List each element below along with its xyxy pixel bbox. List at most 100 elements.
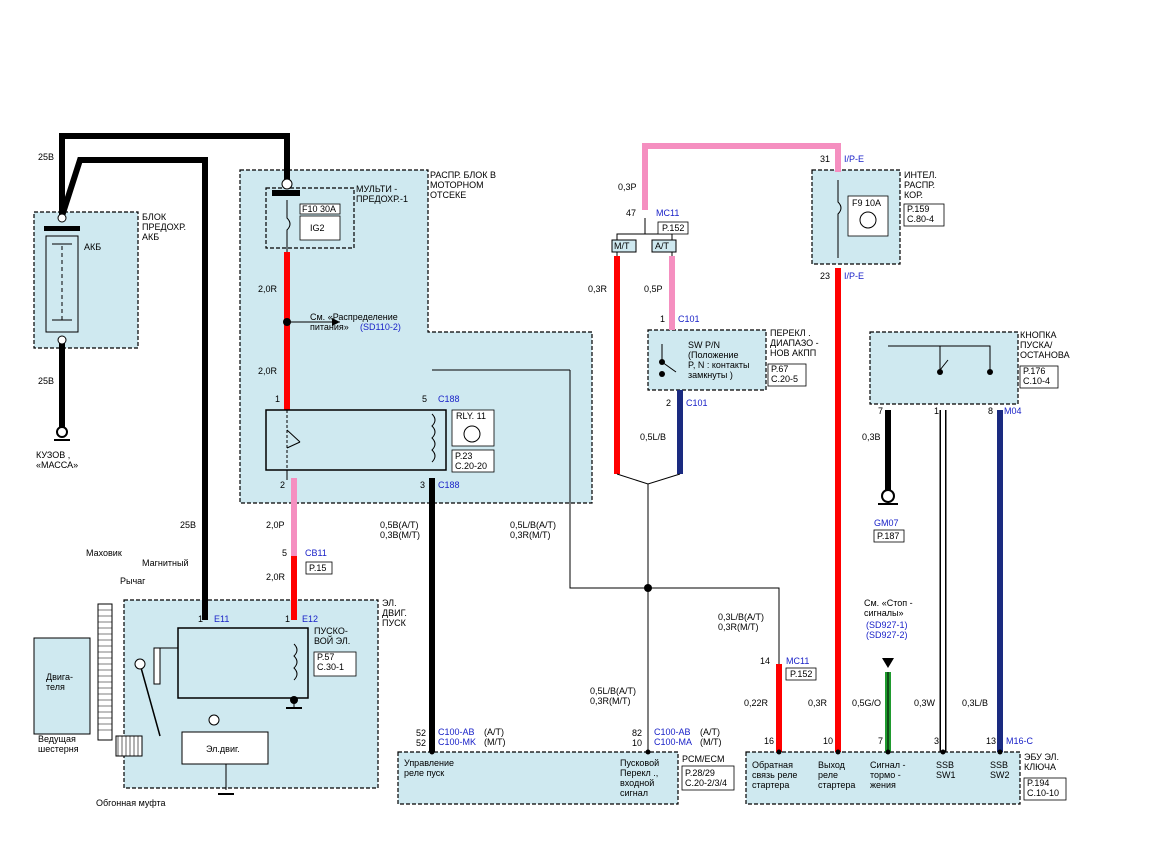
- label-w-05b: 0,5B(A/T)0,3B(M/T): [380, 520, 420, 540]
- label-mc11: MC11: [656, 208, 679, 218]
- fuse-icon: [272, 178, 341, 252]
- label-motor: Эл.двиг.: [206, 744, 240, 754]
- label-w-05go: 0,5G/O: [852, 698, 881, 708]
- label-pcm-at1: (A/T): [484, 727, 504, 737]
- label-solenoid: Магнитный: [142, 558, 188, 568]
- pink-wires: [291, 143, 841, 556]
- relay-coil-icon: [265, 409, 495, 480]
- label-f9: F9 10A: [852, 198, 881, 208]
- label-ipe-bot: I/P-E: [844, 271, 864, 281]
- label-w-20r-3: 2,0R: [266, 572, 286, 582]
- label-int-box: ИНТЕЛ.РАСПР.КОР.: [904, 170, 937, 200]
- thin-signal-wires: [432, 218, 780, 752]
- label-c101-pin1: 1: [660, 314, 665, 324]
- ground-icon: [218, 700, 302, 795]
- label-stop-ref: См. «Стоп -сигналы»: [864, 598, 913, 618]
- label-pcm-mt1: (M/T): [484, 737, 506, 747]
- label-c101-bot: C101: [686, 398, 708, 408]
- engine-distribution-block: [239, 169, 593, 504]
- battery-fuse-box: [33, 211, 139, 349]
- label-w-03r-c: 0,3R: [808, 698, 828, 708]
- label-m04: M04: [1004, 406, 1022, 416]
- junction-dot: [644, 584, 652, 592]
- label-w-03b: 0,3B: [862, 432, 881, 442]
- mc11b-ref-box: [785, 667, 817, 681]
- label-pin3: 3: [420, 480, 425, 490]
- label-starter-title: ЭЛ.ДВИГ.ПУСК: [382, 598, 407, 628]
- label-m16: M16-C: [1006, 736, 1034, 746]
- label-pin2: 2: [280, 480, 285, 490]
- label-c101-top: C101: [678, 314, 700, 324]
- mt-tag: [611, 239, 637, 253]
- label-c188-top: C188: [438, 394, 460, 404]
- label-w-05lb-bot: 0,5L/B(A/T)0,3R(M/T): [590, 686, 636, 706]
- label-mc11-pin: 47: [626, 208, 636, 218]
- label-battery: АКБ: [84, 242, 101, 252]
- navy-wires: [677, 390, 1003, 752]
- label-w-03w: 0,3W: [914, 698, 936, 708]
- label-e12-pin: 1: [285, 614, 290, 624]
- label-mc11b-ref: P.152: [790, 669, 812, 679]
- label-cb11-ref: P.15: [309, 563, 326, 573]
- ground-icon: [878, 489, 898, 505]
- red-wires: [284, 252, 841, 752]
- label-at: A/T: [655, 241, 670, 251]
- label-ig2: IG2: [310, 223, 325, 233]
- label-cb11-pin: 5: [282, 548, 287, 558]
- label-w-022r: 0,22R: [744, 698, 769, 708]
- label-w-20p: 2,0P: [266, 520, 285, 530]
- ecu-pin: 3: [934, 736, 939, 746]
- engine-block: [33, 637, 91, 735]
- wire-25b-starter: [59, 157, 208, 620]
- label-pcm-mt2: (M/T): [700, 737, 722, 747]
- label-starter-relay: ПУСКО-ВОЙ ЭЛ.: [314, 626, 350, 646]
- label-c188-bot: C188: [438, 480, 460, 490]
- label-mc11b: MC11: [786, 656, 809, 666]
- fuse-icon: [837, 180, 945, 258]
- label-ecu-name: ЭБУ ЭЛ.КЛЮЧА: [1024, 752, 1059, 772]
- label-multi-fuse: МУЛЬТИ -ПРЕДОХР.-1: [356, 184, 408, 204]
- label-ipe-pin31: 31: [820, 154, 830, 164]
- label-w-05lb-top: 0,5L/B(A/T)0,3R(M/T): [510, 520, 556, 540]
- flywheel-icon: [97, 603, 161, 757]
- switch-icon: [888, 345, 1059, 389]
- label-stop-codes: (SD927-1)(SD927-2): [866, 620, 908, 640]
- label-w-05lb: 0,5L/B: [640, 432, 666, 442]
- label-gm07-ref: P.187: [877, 531, 899, 541]
- pcm-ref-box: [681, 765, 735, 791]
- black-25b-wires: [59, 133, 891, 752]
- ecu-pin: 16: [764, 736, 774, 746]
- label-e12: E12: [302, 614, 318, 624]
- power-arrow: [332, 318, 340, 326]
- wire-03p: [642, 143, 841, 210]
- label-w-03r-a: 0,3R: [588, 284, 608, 294]
- label-rly11: RLY. 11: [456, 411, 486, 421]
- label-pcm-c-r2: C100-MA: [654, 737, 692, 747]
- label-ground-body: КУЗОВ ,«МАССА»: [36, 450, 78, 470]
- at-tag: [651, 239, 677, 253]
- label-cb11: CB11: [305, 548, 327, 558]
- label-mc11b-pin: 14: [760, 656, 770, 666]
- label-mt: M/T: [614, 241, 630, 251]
- cb11-ref-box: [305, 561, 333, 575]
- label-ipe-pin23: 23: [820, 271, 830, 281]
- label-w-03lb: 0,3L/B: [962, 698, 988, 708]
- ground-icon: [54, 426, 70, 441]
- battery-icon: [44, 213, 80, 345]
- label-pin5: 5: [422, 394, 427, 404]
- label-pcm-c-r1: C100-AB: [654, 727, 691, 737]
- label-ipe-top: I/P-E: [844, 154, 864, 164]
- label-pcm-c-l2: C100-MK: [438, 737, 476, 747]
